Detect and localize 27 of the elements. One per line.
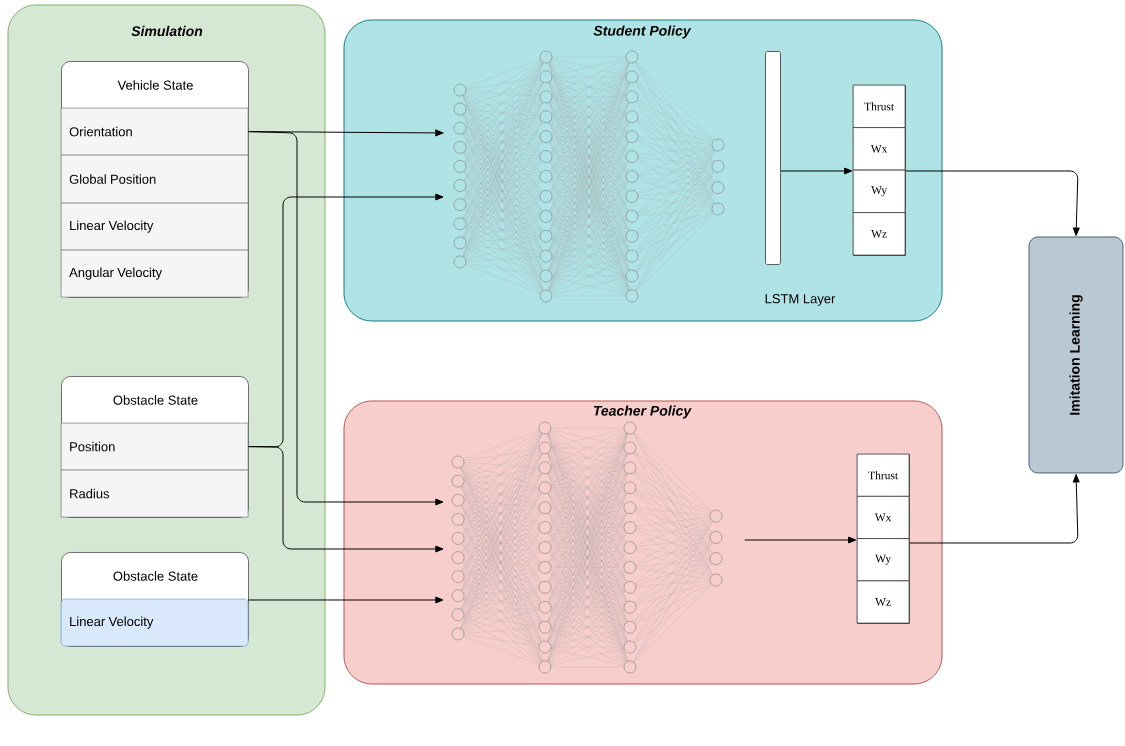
arrow [247, 131, 444, 506]
list-row: Linear Velocity [60, 202, 249, 251]
layer-bar [765, 51, 781, 265]
process-box: Imitation Learning [1028, 236, 1124, 474]
neural-network-drawing [453, 50, 725, 303]
arrow [909, 474, 1080, 544]
neural-network-drawing [451, 421, 723, 674]
list-row: Radius [60, 469, 249, 518]
arrow [744, 536, 857, 544]
list-row: Orientation [60, 107, 249, 156]
arrow [905, 170, 1080, 236]
layer-label: LSTM Layer [765, 294, 836, 306]
list-row: Global Position [60, 154, 249, 204]
arrow [247, 446, 444, 553]
list-row: Position [60, 422, 249, 471]
output-cell: Wy [852, 169, 906, 213]
output-cell: Wy [856, 538, 910, 582]
output-cell: Wx [852, 127, 906, 171]
output-cell: Wz [852, 212, 906, 256]
output-cell: Thrust [856, 453, 910, 497]
list-row: Angular Velocity [60, 249, 249, 298]
list-row: Linear Velocity [60, 598, 249, 647]
output-cell: Wx [856, 495, 910, 539]
arrow [247, 596, 444, 604]
output-cell: Wz [856, 580, 910, 624]
output-cell: Thrust [852, 84, 906, 128]
arrow [780, 167, 853, 175]
